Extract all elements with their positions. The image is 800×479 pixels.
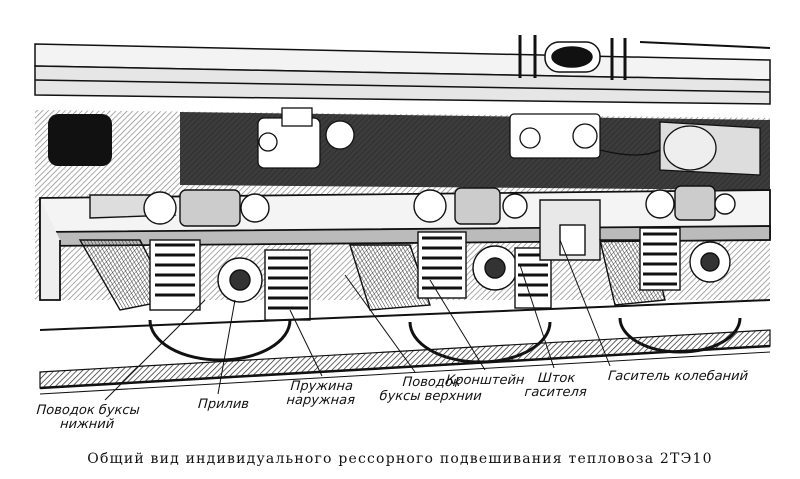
wheelset-3	[599, 185, 742, 354]
label-line: Кронштейн	[445, 373, 525, 388]
label-line: буксы верхнии	[379, 389, 483, 404]
rail	[39, 299, 771, 395]
label-gasitel: Гаситель колебаний	[607, 369, 749, 384]
label-pruzhina: Пружина наружная	[286, 379, 356, 408]
leader-lines	[104, 239, 611, 401]
label-line: Пружина	[290, 379, 354, 394]
label-povodok-nizhny: Поводок буксы нижний	[35, 403, 141, 432]
label-priliv: Прилив	[197, 397, 250, 412]
label-line: гасителя	[524, 385, 588, 400]
label-line: Прилив	[197, 397, 250, 412]
locomotive-body	[34, 35, 771, 105]
label-line: Гаситель колебаний	[607, 369, 749, 384]
brake-equipment	[257, 107, 761, 176]
wheelset-2	[349, 187, 601, 364]
label-shtok: Шток гасителя	[524, 371, 588, 400]
label-kronshtein: Кронштейн	[445, 373, 525, 388]
figure-caption: Общий вид индивидуального рессорного под…	[87, 451, 713, 467]
label-line: Поводок буксы	[36, 403, 141, 418]
wheelset-1	[78, 189, 311, 362]
label-line: наружная	[286, 393, 356, 408]
label-line: Шток	[537, 371, 576, 386]
label-line: нижний	[59, 417, 115, 432]
